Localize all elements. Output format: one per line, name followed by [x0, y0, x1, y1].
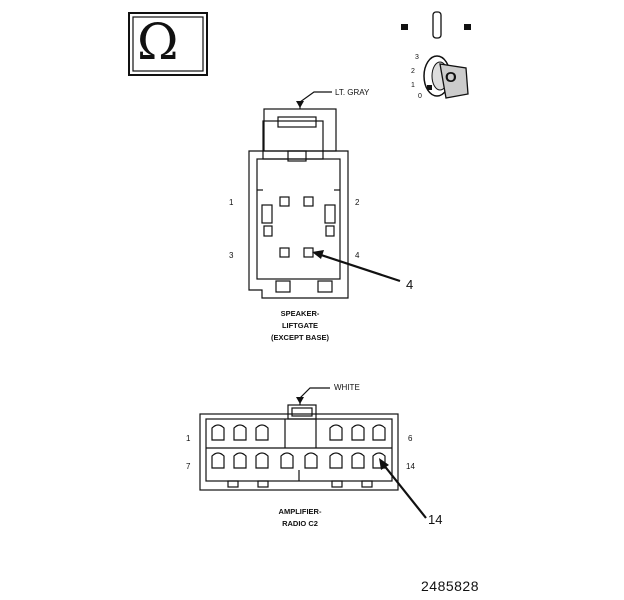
amplifier-color-label: WHITE — [334, 383, 360, 392]
speaker-caption-line3: (EXCEPT BASE) — [271, 333, 329, 342]
amplifier-pin-6-label: 6 — [408, 434, 413, 443]
amplifier-caption: AMPLIFIER- RADIO C2 — [252, 506, 348, 530]
amplifier-callout-number: 14 — [428, 512, 443, 527]
amplifier-pin-7-label: 7 — [186, 462, 191, 471]
speaker-caption: SPEAKER- LIFTGATE (EXCEPT BASE) — [252, 308, 348, 344]
switch-pos-3: 3 — [415, 54, 419, 61]
switch-key-letter: O — [445, 69, 457, 86]
switch-pos-0: 0 — [418, 93, 422, 100]
speaker-pin-2-label: 2 — [355, 198, 360, 207]
speaker-callout-arrow — [312, 250, 401, 283]
amplifier-pin-1-label: 1 — [186, 434, 191, 443]
omega-box-icon — [128, 12, 208, 76]
amplifier-caption-line2: RADIO C2 — [282, 519, 318, 528]
switch-pos-1: 1 — [411, 82, 415, 89]
figure-number: 2485828 — [421, 578, 480, 594]
omega-symbol: Ω — [137, 13, 179, 71]
amplifier-callout-arrow — [379, 458, 427, 519]
speaker-pin-3-label: 3 — [229, 251, 234, 260]
switch-pos-2: 2 — [411, 68, 415, 75]
speaker-caption-line1: SPEAKER- — [280, 309, 320, 318]
amplifier-caption-line1: AMPLIFIER- — [278, 507, 322, 516]
speaker-connector — [248, 91, 349, 299]
speaker-pin-1-label: 1 — [229, 198, 234, 207]
speaker-color-label: LT. GRAY — [335, 88, 370, 97]
amplifier-connector — [199, 387, 399, 491]
speaker-callout-number: 4 — [406, 277, 414, 292]
ignition-switch-icon — [401, 11, 471, 99]
amplifier-pin-14-label: 14 — [406, 462, 415, 471]
speaker-caption-line2: LIFTGATE — [281, 321, 319, 330]
speaker-pin-4-label: 4 — [355, 251, 360, 260]
